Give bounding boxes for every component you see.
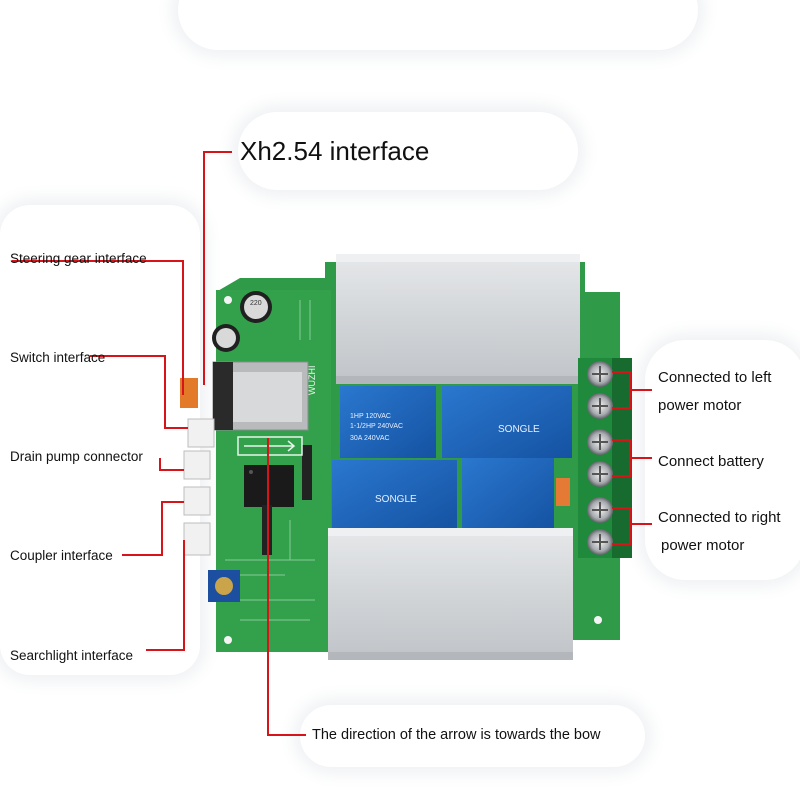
drain-pump-connector-label: Drain pump connector: [10, 449, 143, 464]
capacitor-left: [212, 324, 240, 352]
fuse: [556, 478, 570, 506]
bg-bubble-title: [238, 112, 578, 190]
wifi-module: WUZHI: [212, 361, 317, 431]
bg-bubble-bottom: [300, 705, 645, 767]
leader-lines: [12, 151, 652, 736]
svg-text:220: 220: [250, 300, 262, 307]
coupler-interface-label: Coupler interface: [10, 548, 113, 563]
right-motor-label-line1: Connected to right: [658, 509, 781, 526]
steering-gear-interface-label: Steering gear interface: [10, 251, 147, 266]
potentiometer: [208, 570, 240, 602]
right-motor-label: Connected to right power motor: [658, 504, 781, 560]
left-motor-label: Connected to left power motor: [658, 364, 771, 420]
switch-interface-label: Switch interface: [10, 350, 106, 365]
bg-bubble-right: [645, 340, 800, 580]
capacitor-top: 220: [240, 291, 272, 323]
left-motor-label-line1: Connected to left: [658, 369, 772, 386]
battery-label: Connect battery: [658, 453, 764, 470]
svg-text:1HP 120VAC: 1HP 120VAC: [350, 413, 391, 420]
bg-bubble-top: [178, 0, 698, 50]
xh-connectors: [183, 418, 215, 556]
terminal-block: [578, 358, 632, 558]
svg-text:SONGLE: SONGLE: [375, 494, 417, 505]
svg-text:1-1/2HP 240VAC: 1-1/2HP 240VAC: [350, 423, 403, 430]
bg-bubble-left: [0, 205, 200, 675]
bow-direction-label: The direction of the arrow is towards th…: [312, 727, 601, 743]
svg-text:SONGLE: SONGLE: [498, 424, 540, 435]
terminal-screws: [587, 361, 613, 555]
svg-text:30A 240VAC: 30A 240VAC: [350, 435, 390, 442]
searchlight-interface-label: Searchlight interface: [10, 648, 134, 663]
left-motor-label-line2: power motor: [658, 397, 742, 414]
heatsink-top: [336, 254, 580, 384]
relay-top-right: SONGLE: [442, 386, 572, 458]
relay-bottom-right: [462, 458, 554, 530]
relay-bottom-left: SONGLE: [332, 460, 457, 530]
right-motor-label-line2: power motor: [661, 537, 745, 554]
svg-text:WUZHI: WUZHI: [307, 366, 317, 396]
relay-top-left: 1HP 120VAC 1-1/2HP 240VAC 30A 240VAC: [340, 386, 436, 458]
xh254-interface-label: Xh2.54 interface: [240, 136, 430, 166]
orange-header: [180, 378, 198, 408]
heatsink-bottom: [328, 528, 573, 660]
